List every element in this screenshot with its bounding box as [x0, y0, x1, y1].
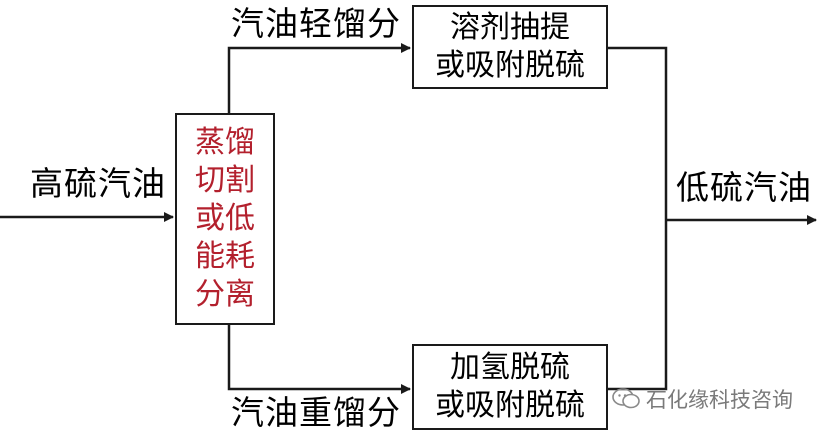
bottom-stream-label: 汽油重馏分: [231, 393, 401, 432]
bottom-process-box: 加氢脱硫 或吸附脱硫: [412, 344, 608, 430]
separation-line: 分离: [195, 277, 255, 312]
separation-box: 蒸馏 切割 或低 能耗 分离: [175, 113, 275, 325]
top-branch-arrow: [227, 43, 411, 113]
bottom-process-line: 或吸附脱硫: [435, 388, 585, 423]
separation-line: 或低: [195, 201, 255, 236]
bottom-process-line: 加氢脱硫: [450, 350, 570, 385]
wechat-icon: [612, 388, 640, 409]
top-process-line: 或吸附脱硫: [435, 48, 585, 83]
top-process-line: 溶剂抽提: [450, 10, 570, 45]
separation-line: 能耗: [195, 239, 255, 274]
input-label: 高硫汽油: [30, 164, 166, 203]
watermark: 石化缘科技咨询: [612, 384, 793, 414]
bottom-branch-arrow: [227, 323, 411, 394]
top-stream-label: 汽油轻馏分: [231, 4, 401, 43]
output-label: 低硫汽油: [676, 168, 812, 207]
separation-line: 切割: [195, 163, 255, 198]
top-process-box: 溶剂抽提 或吸附脱硫: [412, 5, 608, 89]
watermark-text: 石化缘科技咨询: [646, 388, 793, 412]
top-output-line: [608, 46, 668, 391]
separation-line: 蒸馏: [195, 125, 255, 160]
